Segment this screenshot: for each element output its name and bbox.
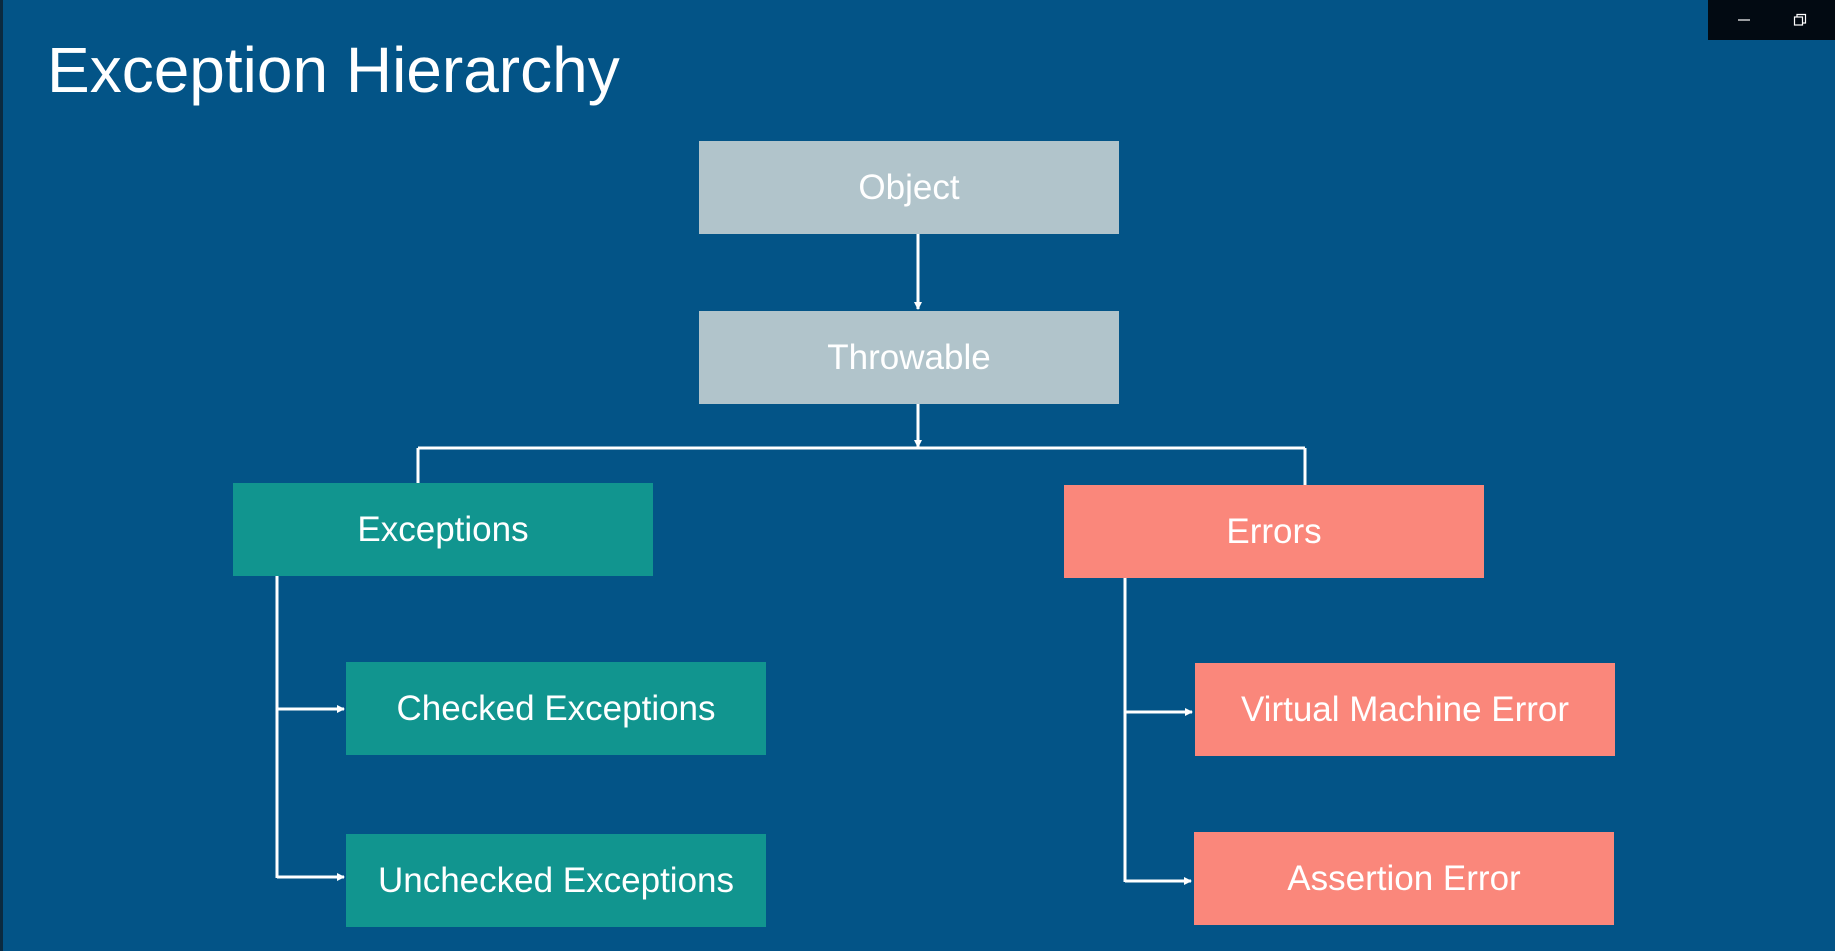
node-unchecked-exceptions: Unchecked Exceptions [346, 834, 766, 927]
node-assertion-error: Assertion Error [1194, 832, 1614, 925]
node-virtual-machine-error: Virtual Machine Error [1195, 663, 1615, 756]
node-exceptions: Exceptions [233, 483, 653, 576]
left-edge-border [0, 0, 3, 951]
slide-title: Exception Hierarchy [47, 34, 620, 106]
window-controls [1708, 0, 1835, 40]
node-throwable: Throwable [699, 311, 1119, 404]
minimize-button[interactable] [1716, 0, 1772, 40]
restore-button[interactable] [1772, 0, 1828, 40]
minimize-icon [1738, 19, 1750, 21]
node-errors: Errors [1064, 485, 1484, 578]
restore-icon [1793, 13, 1807, 26]
node-object: Object [699, 141, 1119, 234]
node-checked-exceptions: Checked Exceptions [346, 662, 766, 755]
